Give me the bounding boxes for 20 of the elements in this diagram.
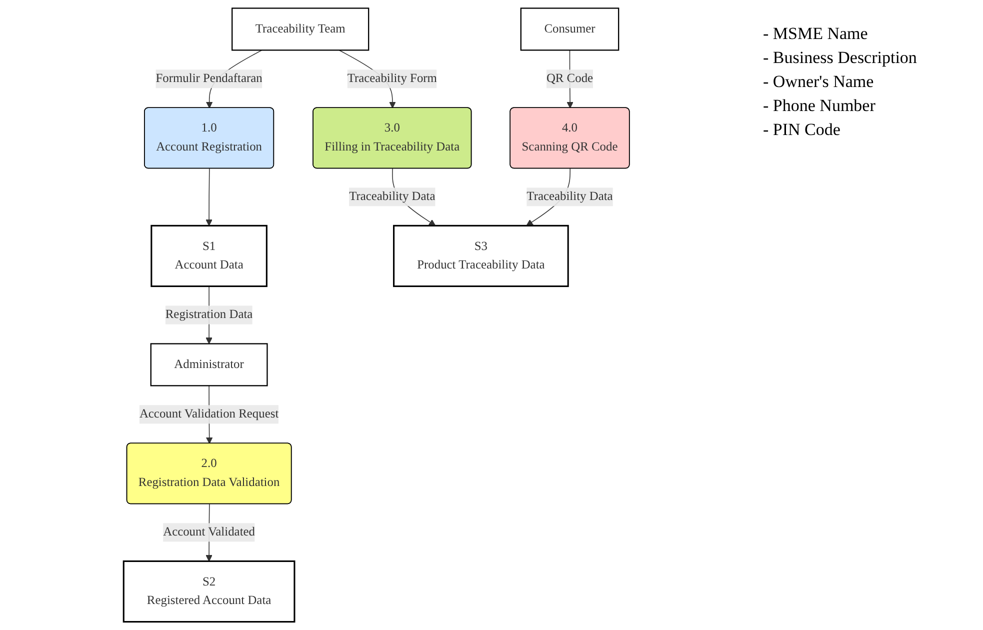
- data-field-item: - Owner's Name: [763, 72, 875, 92]
- edge-label: Traceability Form: [347, 72, 437, 86]
- data-field-item: - PIN Code: [763, 120, 842, 140]
- edge-label: Account Validation Request: [139, 407, 279, 421]
- edge-label: QR Code: [546, 72, 594, 86]
- data-field-item: - Phone Number: [763, 96, 876, 116]
- node-box: Consumer: [520, 8, 620, 51]
- edge-label: Registration Data: [165, 308, 253, 322]
- node-box: Traceability Team: [232, 8, 370, 51]
- edge-label: Traceability Data: [349, 190, 436, 204]
- data-field-item: - Business Description: [763, 48, 918, 68]
- edge-label: Traceability Data: [526, 190, 613, 204]
- edge-label: Account Validated: [163, 525, 256, 539]
- node-box: S2 Registered Account Data: [122, 560, 296, 623]
- arrow: [206, 168, 212, 226]
- data-field-item: - MSME Name: [763, 24, 869, 44]
- node-box: S1 Account Data: [150, 224, 268, 288]
- node-box: S3 Product Traceability Data: [393, 224, 569, 288]
- node-box: Administrator: [150, 343, 268, 386]
- edge-label: Formulir Pendaftaran: [156, 72, 262, 86]
